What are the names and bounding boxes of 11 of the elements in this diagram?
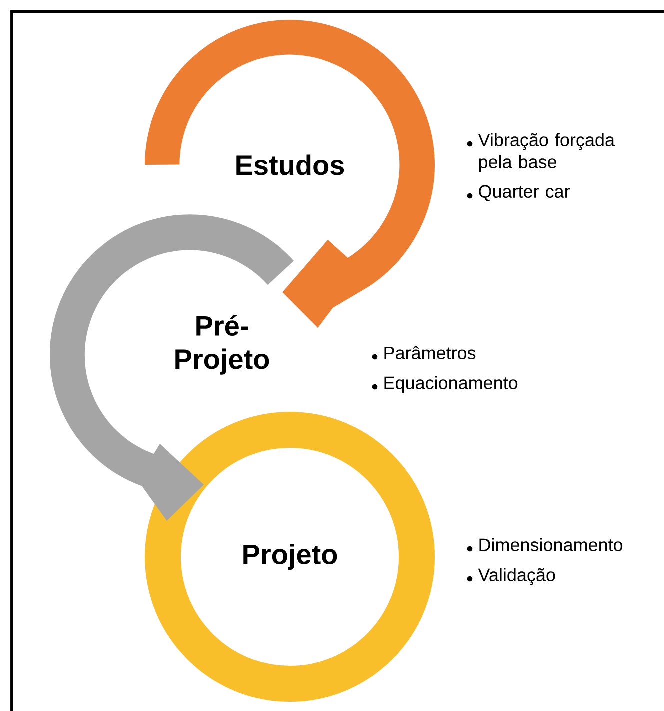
curved-arrow (50, 214, 294, 521)
bullet-item: Equacionamento (372, 376, 518, 394)
bullet-item: Dimensionamento (467, 538, 623, 552)
bullet-item: Parâmetros (372, 346, 476, 360)
stage-label: Estudos (236, 154, 344, 176)
bullet-item: Validação (467, 568, 556, 586)
stage-label: Pré- Projeto (176, 315, 270, 375)
bullet-item: Quarter car (467, 185, 570, 202)
stage-label: Projeto (244, 544, 338, 570)
bullet-item: Vibração forçada pela base (467, 133, 615, 172)
curved-arrow (145, 20, 435, 328)
